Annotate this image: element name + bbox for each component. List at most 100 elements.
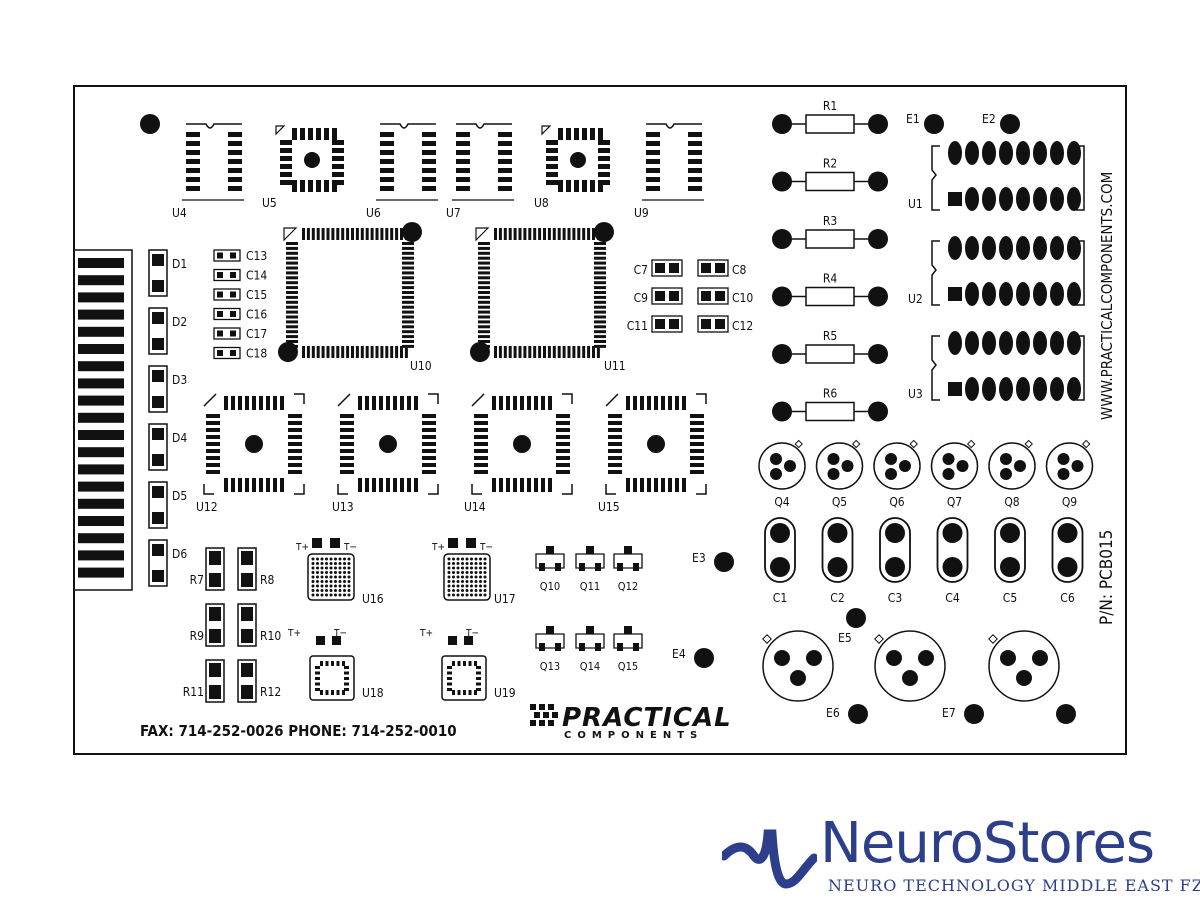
- pin-q7-3: [942, 468, 955, 480]
- label-e5: E5: [838, 631, 852, 645]
- resistor-r11: [205, 659, 225, 703]
- label-u2: U2: [908, 292, 923, 306]
- label-e1: E1: [906, 112, 920, 126]
- cap-c2: [821, 517, 854, 583]
- label-r2: R2: [823, 157, 837, 171]
- cap-c18: [213, 346, 241, 360]
- can-pin-a: [774, 650, 790, 666]
- label-r7: R7: [190, 573, 204, 587]
- label-u1: U1: [908, 197, 923, 211]
- cap-c15: [213, 288, 241, 301]
- label-q7: Q7: [947, 495, 962, 509]
- cap-c17: [213, 327, 241, 340]
- diode-d4: [148, 423, 168, 471]
- test-point-e6: [848, 704, 868, 724]
- ic-q12: [613, 546, 643, 571]
- ic-u5-center: [304, 152, 320, 168]
- label-tminus: T−: [465, 628, 479, 639]
- label-r9: R9: [190, 629, 205, 643]
- label-u18: U18: [362, 686, 384, 700]
- label-u13: U13: [332, 500, 354, 514]
- pad-r1-a: [772, 114, 792, 134]
- pin-q4-3: [770, 468, 782, 480]
- ic-u13-center: [379, 435, 397, 453]
- label-e3: E3: [692, 551, 706, 565]
- cap-c11: [651, 315, 683, 333]
- diode-d6: [148, 539, 168, 587]
- label-q10: Q10: [540, 580, 560, 593]
- ic-u10: [278, 222, 422, 362]
- label-r11: R11: [183, 685, 204, 699]
- pin-q4-1: [770, 453, 782, 465]
- ic-u7: [452, 123, 514, 201]
- label-d5: D5: [172, 489, 187, 503]
- pad-c1-a: [770, 523, 790, 543]
- ic-u18: [309, 636, 355, 701]
- transistor-q8: [988, 439, 1036, 490]
- ic-u14-center: [513, 435, 531, 453]
- pad-c5-a: [1000, 523, 1020, 543]
- test-point-e1: [924, 114, 944, 134]
- cap-c16: [213, 307, 241, 321]
- diode-d3: [148, 365, 168, 413]
- label-r8: R8: [260, 573, 275, 587]
- label-tminus: T−: [479, 542, 493, 553]
- label-c5: C5: [1003, 591, 1017, 605]
- ic-u11: [470, 222, 614, 362]
- ic-q13: [535, 626, 565, 651]
- pin-q6-3: [885, 468, 897, 480]
- label-tplus: T+: [419, 628, 433, 639]
- label-u19: U19: [494, 686, 516, 700]
- can-pin-b: [918, 650, 934, 666]
- label-d4: D4: [172, 431, 187, 445]
- pin-q5-1: [827, 453, 840, 465]
- ic-q11: [575, 546, 605, 571]
- label-u14: U14: [464, 500, 486, 514]
- label-tplus: T+: [431, 542, 445, 553]
- pad-c2-b: [827, 557, 848, 577]
- ic-u15-center: [647, 435, 665, 453]
- resistor-r2: [772, 171, 888, 192]
- label-e7: E7: [942, 706, 956, 720]
- pad-r4-b: [868, 286, 888, 307]
- can-pin-c: [1016, 670, 1032, 686]
- label-c17: C17: [246, 327, 267, 341]
- label-u3: U3: [908, 387, 923, 401]
- cap-c4: [936, 517, 969, 583]
- pad-c1-b: [770, 557, 790, 577]
- label-u17: U17: [494, 592, 516, 606]
- label-r1: R1: [823, 99, 837, 113]
- pad-r6-a: [772, 401, 792, 422]
- pin-q6-2: [899, 460, 911, 472]
- pin-q6-1: [885, 453, 897, 465]
- ic-u16: [307, 538, 355, 601]
- label-r5: R5: [823, 329, 837, 343]
- pad-r5-a: [772, 344, 792, 364]
- pin-q9-2: [1071, 460, 1084, 472]
- resistor-r3: [772, 229, 888, 249]
- pin-q8-1: [1000, 453, 1012, 465]
- label-r12: R12: [260, 685, 281, 699]
- label-u12: U12: [196, 500, 218, 514]
- part-number-text: P/N: PCB015: [1097, 530, 1117, 625]
- edge-connector: [74, 249, 133, 591]
- label-u4: U4: [172, 206, 187, 220]
- label-c18: C18: [246, 347, 267, 361]
- diode-d1: [148, 249, 168, 297]
- resistor-r10: [237, 603, 257, 647]
- transistor-q7: [930, 439, 979, 490]
- pad-r3-b: [868, 229, 888, 249]
- label-q8: Q8: [1004, 495, 1019, 509]
- ic-u11-fiducial-top: [594, 222, 614, 242]
- ic-u3: [931, 331, 1085, 401]
- pad-r2-a: [772, 171, 792, 192]
- ic-u14: [471, 393, 573, 495]
- label-q11: Q11: [580, 580, 600, 593]
- label-c13: C13: [246, 249, 267, 263]
- label-q6: Q6: [889, 495, 904, 509]
- label-u6: U6: [366, 206, 381, 220]
- neurostores-subtitle: NEURO TECHNOLOGY MIDDLE EAST FZE: [828, 876, 1200, 895]
- label-u10: U10: [410, 359, 432, 373]
- pad-c4-b: [942, 557, 963, 577]
- label-u7: U7: [446, 206, 461, 220]
